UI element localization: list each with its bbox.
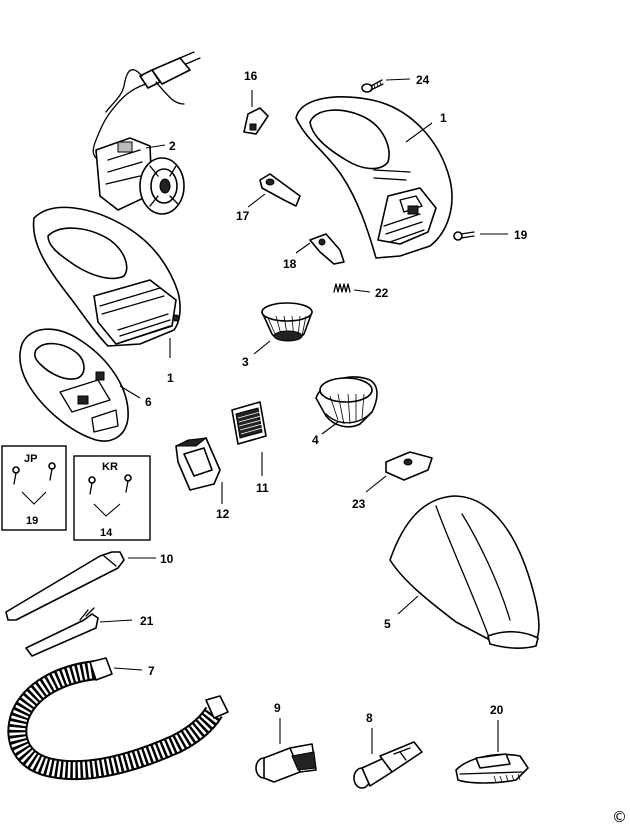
- part-motor-with-cord: [92, 51, 201, 215]
- label-part-11: 11: [256, 481, 269, 495]
- label-part-24: 24: [416, 73, 430, 87]
- label-part-3: 3: [242, 355, 249, 369]
- label-part-10: 10: [160, 552, 174, 566]
- part-screw-24: [361, 79, 384, 93]
- kr-box-title: KR: [102, 461, 118, 473]
- part-switch-16: [243, 107, 269, 135]
- label-part-5: 5: [384, 617, 391, 631]
- label-part-1-upper: 1: [440, 111, 447, 125]
- copyright-symbol: ©: [612, 808, 627, 826]
- part-latch-18: [309, 233, 345, 265]
- part-filter-3: [261, 302, 313, 342]
- part-filter-housing-4: [315, 376, 378, 428]
- jp-screw-box: JP 19: [1, 445, 67, 531]
- part-crevice-tool-10: [5, 551, 125, 621]
- part-brush-nozzle-9: [255, 743, 317, 783]
- label-part-21: 21: [140, 614, 154, 628]
- jp-box-title: JP: [24, 453, 37, 465]
- label-part-18: 18: [283, 257, 297, 271]
- part-filter-11: [231, 401, 267, 445]
- label-part-7: 7: [148, 664, 155, 678]
- part-button-17: [259, 173, 301, 207]
- part-housing-upper: [295, 96, 453, 259]
- kr-screw-box: KR 14: [73, 455, 151, 541]
- label-part-19: 19: [514, 228, 528, 242]
- label-part-8: 8: [366, 711, 373, 725]
- label-part-23: 23: [352, 497, 366, 511]
- label-part-9: 9: [274, 701, 281, 715]
- label-part-1-main: 1: [167, 371, 174, 385]
- label-part-22: 22: [375, 286, 389, 300]
- label-part-6: 6: [145, 395, 152, 409]
- part-flat-tool-21: [25, 607, 99, 657]
- part-wide-nozzle-8: [353, 741, 423, 789]
- part-housing-main: [32, 206, 181, 347]
- label-part-2: 2: [169, 139, 176, 153]
- part-screw-19: [453, 231, 475, 241]
- part-spring-22: [333, 283, 351, 293]
- label-part-4: 4: [312, 433, 319, 447]
- kr-box-part-number: 14: [100, 527, 113, 539]
- jp-box-part-number: 19: [26, 515, 38, 527]
- part-filter-frame-12: [175, 437, 221, 491]
- part-upholstery-tool-20: [455, 753, 529, 784]
- label-part-12: 12: [216, 507, 230, 521]
- part-base-6: [19, 328, 129, 442]
- label-part-20: 20: [490, 703, 504, 717]
- label-part-16: 16: [244, 69, 258, 83]
- part-bowl-5: [389, 495, 540, 649]
- part-hose-7: [7, 657, 229, 781]
- part-clip-23: [385, 451, 433, 481]
- label-part-17: 17: [236, 209, 250, 223]
